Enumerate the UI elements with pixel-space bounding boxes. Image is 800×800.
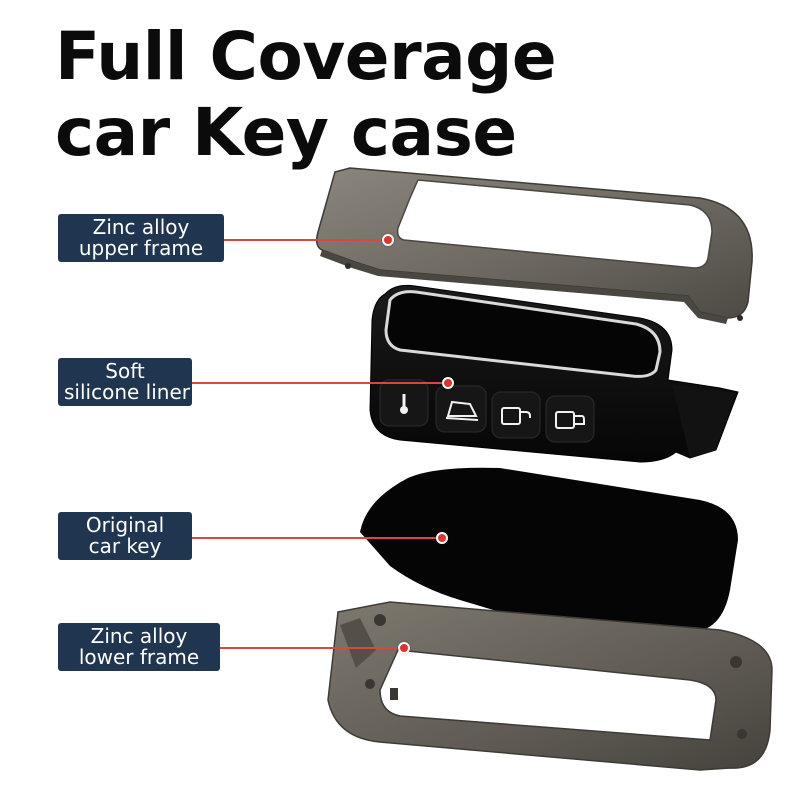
label-lower-frame: Zinc alloy lower frame [58, 623, 220, 671]
marker-silicone-liner [442, 377, 454, 389]
marker-lower-frame [398, 642, 410, 654]
label-lower-frame-line-2: lower frame [78, 645, 200, 669]
upper-frame [315, 167, 753, 324]
marker-original-car-key [436, 532, 448, 544]
leader-line-upper-frame [224, 239, 387, 241]
label-upper-frame: Zinc alloy upper frame [58, 214, 224, 262]
label-silicone-liner-line-1: Soft [105, 359, 145, 383]
label-original-car-key-line-1: Original [85, 513, 165, 537]
title-line-2: car Key case [55, 94, 517, 171]
label-upper-frame-line-2: upper frame [78, 236, 204, 260]
label-silicone-liner: Soft silicone liner [58, 358, 192, 406]
leader-line-silicone-liner [192, 382, 448, 384]
silicone-liner [369, 284, 739, 463]
leader-line-lower-frame [220, 647, 402, 649]
lower-frame [327, 601, 773, 771]
label-upper-frame-line-1: Zinc alloy [92, 215, 190, 239]
label-original-car-key: Original car key [58, 512, 192, 560]
original-car-key [360, 467, 738, 632]
unlock-icon [491, 391, 541, 439]
label-lower-frame-line-1: Zinc alloy [90, 624, 188, 648]
lock-icon [545, 395, 595, 443]
marker-upper-frame [382, 234, 394, 246]
remote-start-icon [379, 379, 429, 427]
leader-line-original-car-key [192, 537, 440, 539]
title-line-1: Full Coverage [55, 18, 557, 95]
trunk-icon [435, 385, 487, 433]
label-original-car-key-line-2: car key [88, 534, 162, 558]
label-silicone-liner-line-2: silicone liner [64, 380, 190, 404]
